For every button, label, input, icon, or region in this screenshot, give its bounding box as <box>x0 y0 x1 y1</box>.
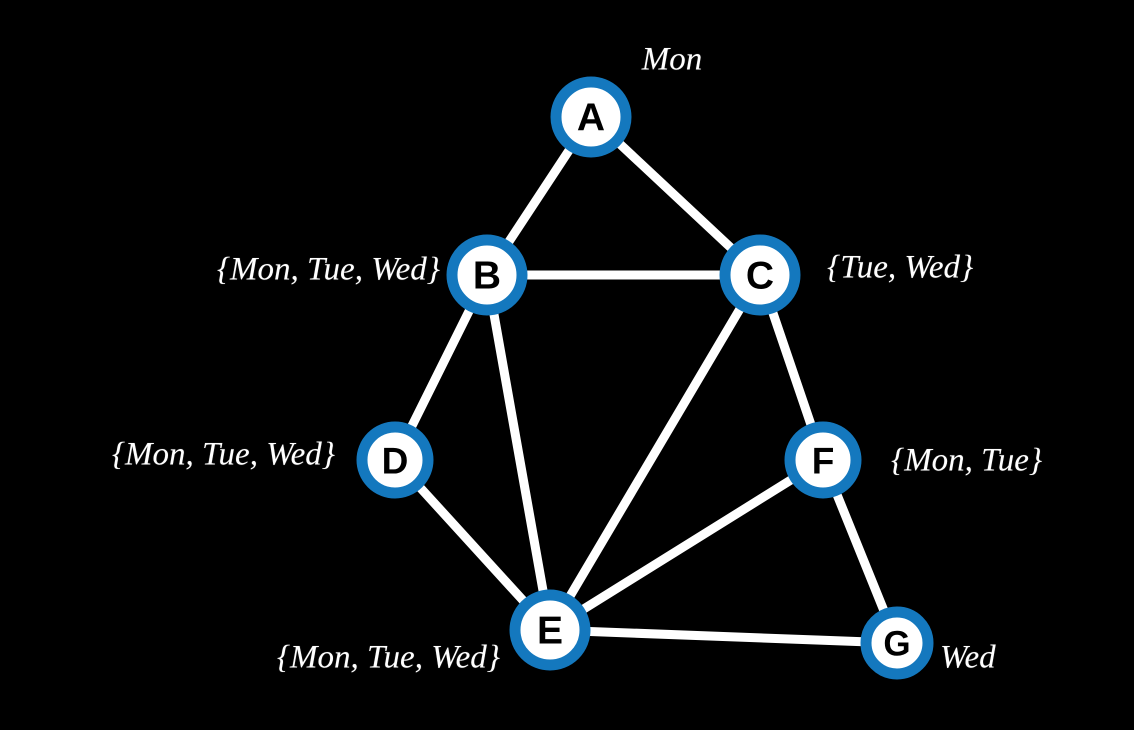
nodes-layer: A B C D E F G <box>356 76 934 680</box>
node-letter-b: B <box>473 255 501 298</box>
node-g[interactable]: G <box>860 606 934 680</box>
domain-label-e: {Mon, Tue, Wed} <box>276 639 500 676</box>
edges-layer <box>390 112 902 648</box>
node-circle-f[interactable] <box>784 421 862 499</box>
node-c[interactable]: C <box>719 234 801 316</box>
node-circle-d[interactable] <box>356 421 434 499</box>
node-circle-g[interactable] <box>860 606 934 680</box>
node-a[interactable]: A <box>550 76 632 158</box>
node-letter-e: E <box>537 610 563 653</box>
node-f[interactable]: F <box>784 421 862 499</box>
domain-label-c: {Tue, Wed} <box>827 249 974 286</box>
domain-label-g: Wed <box>940 639 996 676</box>
node-circle-a[interactable] <box>550 76 632 158</box>
domain-label-f: {Mon, Tue} <box>891 442 1043 479</box>
edge-e-g <box>545 625 902 648</box>
node-circle-b[interactable] <box>446 234 528 316</box>
node-circle-c[interactable] <box>719 234 801 316</box>
edge-c-e <box>545 270 765 635</box>
node-letter-a: A <box>577 97 605 140</box>
edge-b-e <box>482 270 555 635</box>
node-b[interactable]: B <box>446 234 528 316</box>
node-letter-f: F <box>812 441 835 482</box>
node-letter-d: D <box>382 441 409 482</box>
node-letter-g: G <box>883 625 910 664</box>
node-letter-c: C <box>746 255 774 298</box>
edge-e-f <box>545 455 828 635</box>
node-d[interactable]: D <box>356 421 434 499</box>
node-circle-e[interactable] <box>509 589 591 671</box>
domain-label-b: {Mon, Tue, Wed} <box>216 251 440 288</box>
domain-label-d: {Mon, Tue, Wed} <box>111 436 335 473</box>
domain-label-a: Mon <box>641 41 703 78</box>
node-e[interactable]: E <box>509 589 591 671</box>
